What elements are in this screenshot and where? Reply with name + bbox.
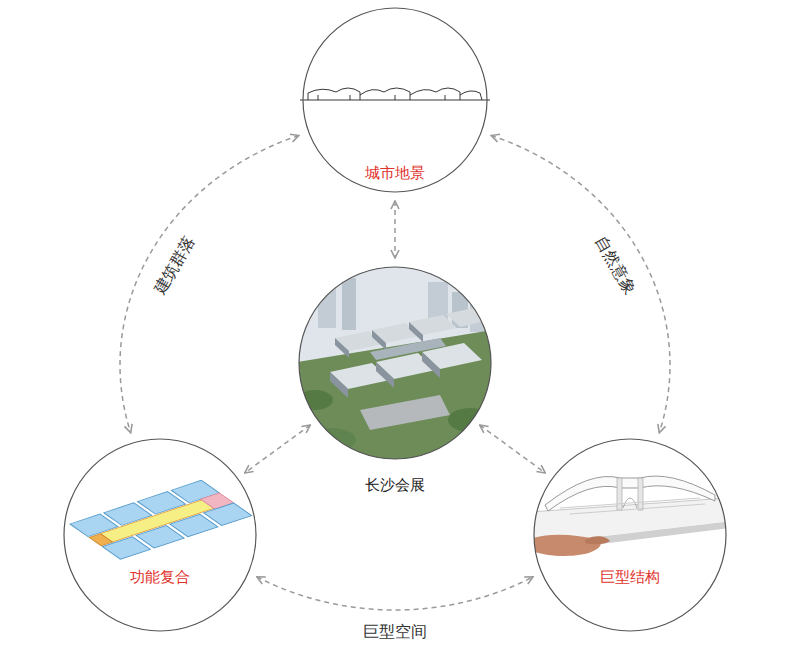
node-label: 长沙会展 bbox=[298, 476, 492, 494]
circle-outline bbox=[63, 438, 257, 632]
dashed-connector bbox=[480, 425, 546, 473]
dashed-connector bbox=[120, 135, 299, 432]
circle-node: 长沙会展 bbox=[298, 266, 492, 496]
circle-border bbox=[303, 8, 487, 192]
node-label: 功能复合 bbox=[63, 568, 257, 586]
circle-border bbox=[534, 439, 726, 631]
roofline-sketch bbox=[300, 88, 490, 100]
edge-label: 自然意象 bbox=[589, 228, 643, 301]
structure-model bbox=[528, 476, 730, 556]
function-axonometric bbox=[70, 480, 252, 559]
circle-node: 功能复合 bbox=[63, 438, 257, 632]
dashed-connector bbox=[394, 201, 396, 258]
dashed-connector bbox=[257, 577, 533, 610]
circle-border bbox=[299, 267, 491, 459]
circle-node: 巨型结构 bbox=[533, 438, 727, 632]
aerial-photo bbox=[297, 266, 494, 462]
node-label: 巨型结构 bbox=[533, 568, 727, 586]
circle-border bbox=[64, 439, 256, 631]
dashed-connector bbox=[245, 425, 311, 473]
circle-outline bbox=[298, 266, 492, 460]
node-label: 城市地景 bbox=[302, 164, 488, 182]
circle-outline bbox=[533, 438, 727, 632]
edge-label: 建筑群落 bbox=[147, 228, 201, 301]
dashed-connector bbox=[491, 135, 670, 432]
circle-node: 城市地景 bbox=[302, 7, 488, 193]
edge-label: 巨型空间 bbox=[359, 621, 431, 642]
